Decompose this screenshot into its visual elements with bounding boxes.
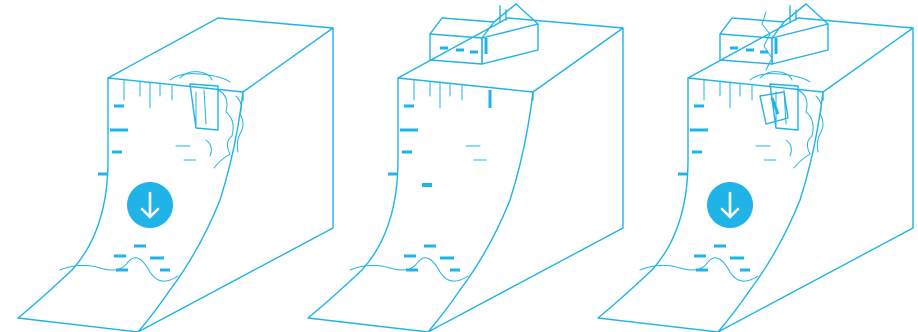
panel-2 xyxy=(308,4,623,332)
down-arrow-icon xyxy=(707,182,753,228)
cliff-block xyxy=(18,18,333,332)
cliff-block xyxy=(308,18,623,332)
house-icon xyxy=(720,4,828,64)
panel-3 xyxy=(598,4,913,332)
debris-mark xyxy=(422,183,432,187)
house-icon xyxy=(430,4,538,64)
panel-1 xyxy=(18,18,333,332)
falling-block xyxy=(760,92,788,124)
cliff-block xyxy=(598,18,913,332)
down-arrow-icon xyxy=(127,182,173,228)
